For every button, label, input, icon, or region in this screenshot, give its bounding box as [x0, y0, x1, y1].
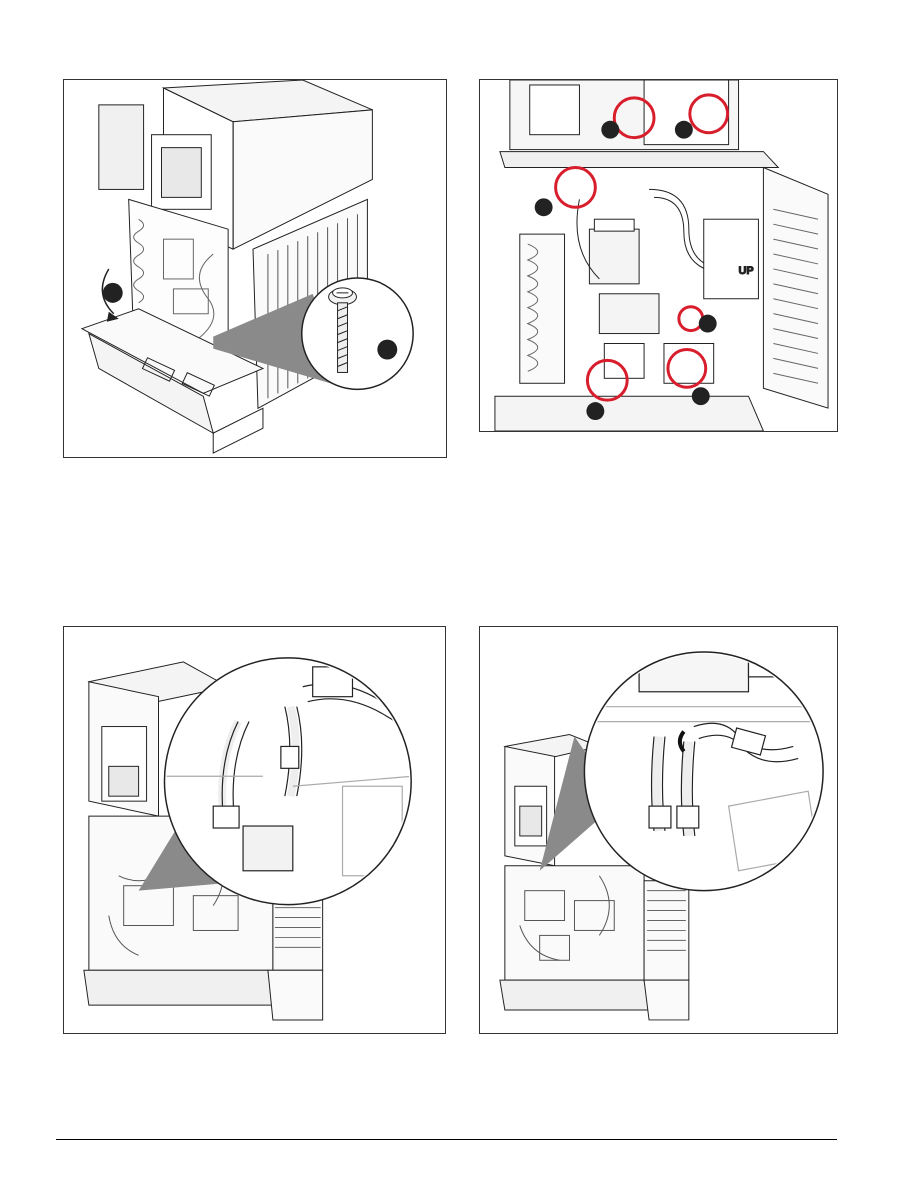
interior-illustration: UP [480, 80, 837, 431]
cabinet-illustration [64, 80, 446, 457]
callout-marker [535, 198, 553, 216]
figure-hose-connection [63, 626, 446, 1034]
zoom-circle-screw [302, 278, 413, 389]
callout-marker [377, 340, 397, 360]
red-callout-circle [679, 307, 703, 331]
figure-panel-removal [63, 79, 447, 458]
figure-interior-components: UP [479, 79, 838, 432]
figure-fitting-clip [479, 626, 838, 1034]
fitting-illustration [480, 627, 837, 1033]
red-callout-circle [556, 168, 596, 208]
callout-marker [675, 121, 693, 139]
callout-marker [586, 402, 604, 420]
zoom-circle-hose [163, 658, 445, 905]
callout-marker [601, 121, 619, 139]
callout-marker [692, 387, 710, 405]
up-label: UP [739, 265, 754, 277]
callout-marker [103, 283, 123, 303]
hose-illustration [64, 627, 445, 1033]
callout-marker [699, 315, 717, 333]
footer-divider [56, 1139, 837, 1140]
zoom-circle-fitting [579, 637, 837, 891]
